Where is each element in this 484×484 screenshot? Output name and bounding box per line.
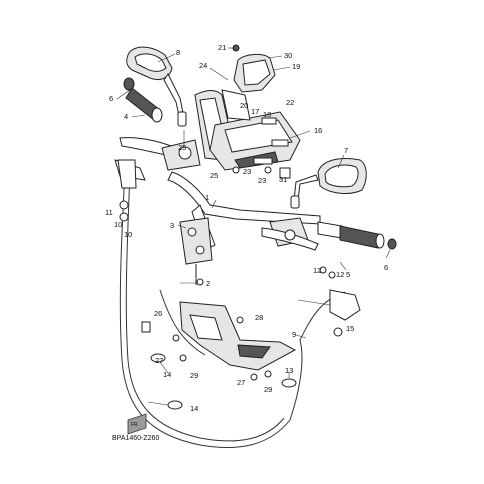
callout-23-b: 23 — [258, 176, 266, 185]
callout-6-right: 6 — [384, 263, 388, 272]
callout-31: 31 — [279, 175, 287, 184]
right-grip[interactable] — [317, 221, 397, 250]
callout-14-upper: 14 — [163, 370, 171, 379]
callout-27-right: 27 — [237, 378, 245, 387]
front-badge-label: FR — [131, 422, 138, 428]
callout-4: 4 — [124, 112, 128, 121]
cable-guide-right[interactable] — [329, 289, 361, 337]
callout-21: 21 — [218, 43, 226, 52]
bracket-parts[interactable] — [221, 89, 291, 179]
callout-25-right: 25 — [210, 171, 218, 180]
callout-20: 20 — [240, 101, 248, 110]
callout-6-left: 6 — [109, 94, 113, 103]
callout-15: 15 — [346, 324, 354, 333]
callout-3: 3 — [170, 221, 174, 230]
callout-17: 17 — [251, 107, 259, 116]
callout-1: 1 — [205, 193, 209, 202]
callout-7: 7 — [344, 146, 348, 155]
handlebar-holder[interactable] — [179, 217, 213, 285]
callout-16: 16 — [314, 126, 322, 135]
callout-23-a: 23 — [243, 167, 251, 176]
left-lever-assembly[interactable] — [114, 137, 201, 181]
callout-2: 2 — [206, 279, 210, 288]
callout-29-right: 29 — [264, 385, 272, 394]
lower-cover[interactable] — [179, 301, 297, 371]
callout-11: 11 — [105, 208, 113, 217]
callout-9: 9 — [292, 330, 296, 339]
callout-10-b: 10 — [124, 230, 132, 239]
callout-28: 28 — [255, 313, 263, 322]
leader-lines — [116, 47, 391, 406]
callout-27-left: 27 — [155, 356, 163, 365]
callout-12-b: 12 — [336, 270, 344, 279]
callout-22: 22 — [286, 98, 294, 107]
callout-26: 26 — [154, 309, 162, 318]
callout-numbers: 8 6 4 25 1 3 2 11 10 10 21 30 19 24 20 1… — [105, 43, 388, 413]
cable-connector-left[interactable] — [117, 159, 151, 333]
bolts[interactable] — [172, 44, 336, 381]
callout-18: 18 — [263, 110, 271, 119]
front-direction-badge: FR — [127, 413, 147, 435]
right-lever-assembly[interactable] — [261, 217, 319, 251]
cable-routing — [119, 169, 346, 449]
callout-24: 24 — [199, 61, 207, 70]
callout-10-a: 10 — [114, 220, 122, 229]
callout-12-a: 12 — [313, 266, 321, 275]
diagram-code-label: BPA1460-Z260 — [112, 435, 159, 442]
callout-25-left: 25 — [178, 143, 186, 152]
left-grip[interactable] — [123, 77, 163, 123]
left-mirror[interactable] — [126, 46, 187, 127]
callout-8: 8 — [176, 48, 180, 57]
callout-14-lower: 14 — [190, 404, 198, 413]
callout-13: 13 — [285, 366, 293, 375]
right-mirror[interactable] — [290, 158, 367, 209]
callout-5: 5 — [346, 270, 350, 279]
callout-30: 30 — [284, 51, 292, 60]
callout-19: 19 — [292, 62, 300, 71]
cable-band-13[interactable] — [281, 378, 297, 388]
meter-cover[interactable] — [233, 53, 276, 93]
callout-29-left: 29 — [190, 371, 198, 380]
